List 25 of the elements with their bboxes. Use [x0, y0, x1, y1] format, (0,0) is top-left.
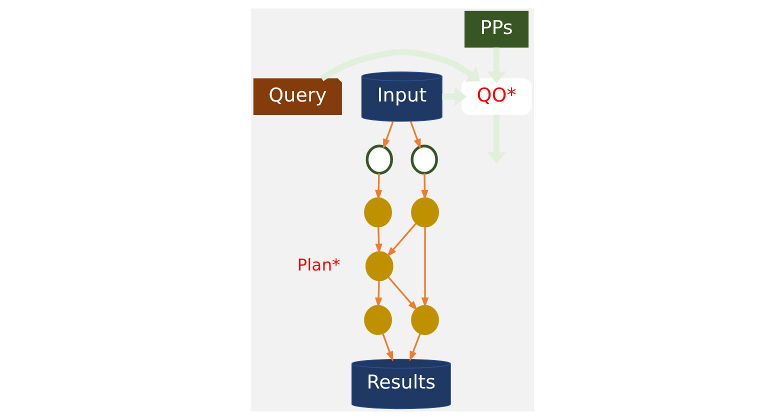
label: Plan* — [296, 255, 340, 274]
arrow — [320, 49, 480, 82]
arrow — [374, 227, 382, 254]
node-circle — [365, 144, 393, 175]
arrow — [409, 121, 420, 150]
node-circle — [410, 305, 438, 335]
node-circle — [364, 197, 392, 228]
node-circle — [410, 197, 438, 228]
node-circle — [410, 144, 438, 175]
arrow — [486, 114, 506, 164]
arrow — [382, 121, 394, 150]
node-box: PPs — [464, 10, 528, 48]
arrow — [409, 333, 420, 362]
arrow — [442, 87, 466, 106]
arrow — [387, 276, 418, 311]
arrow — [386, 222, 416, 258]
node-circle — [364, 305, 392, 335]
arrow — [374, 280, 382, 308]
arrow — [374, 173, 382, 200]
node-circle — [364, 251, 393, 282]
arrow — [382, 334, 393, 362]
arrow — [486, 47, 506, 84]
arrow — [420, 173, 428, 200]
arrow — [420, 227, 428, 308]
node-box: QO* — [460, 78, 532, 116]
